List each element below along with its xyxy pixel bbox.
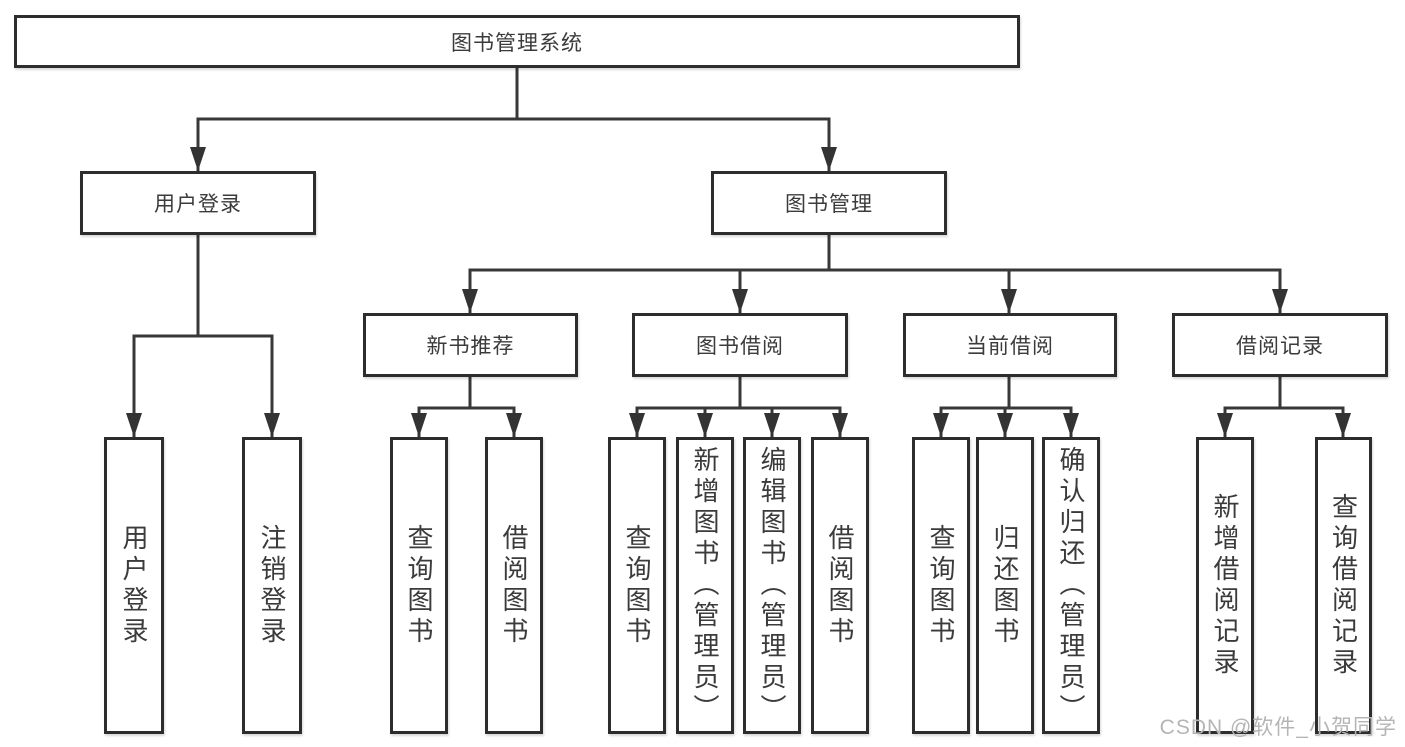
- leaf-label: 查询图书: [622, 523, 652, 648]
- leaf-label: 确认归还（管理员）: [1056, 446, 1086, 725]
- leaf-label: 借阅图书: [499, 523, 529, 648]
- leaf-query-books-1: 查询图书: [390, 437, 448, 734]
- leaf-add-books-admin: 新增图书（管理员）: [676, 437, 734, 734]
- leaf-user-login: 用户登录: [104, 437, 164, 734]
- leaf-borrow-books-2: 借阅图书: [811, 437, 869, 734]
- leaf-return-books: 归还图书: [976, 437, 1034, 734]
- leaf-label: 归还图书: [990, 523, 1020, 648]
- node-new-book-recommend: 新书推荐: [363, 313, 578, 377]
- leaf-query-borrow-record: 查询借阅记录: [1315, 437, 1372, 734]
- leaf-label: 用户登录: [119, 523, 149, 648]
- leaf-edit-books-admin: 编辑图书（管理员）: [743, 437, 801, 734]
- leaf-confirm-return-admin: 确认归还（管理员）: [1042, 437, 1100, 734]
- csdn-watermark: CSDN @软件_小贺同学: [1159, 716, 1397, 739]
- node-root-library-system: 图书管理系统: [14, 15, 1020, 68]
- node-current-borrow: 当前借阅: [903, 313, 1117, 377]
- node-book-management: 图书管理: [711, 171, 947, 235]
- leaf-label: 借阅图书: [825, 523, 855, 648]
- node-book-borrow: 图书借阅: [632, 313, 848, 377]
- leaf-logout: 注销登录: [242, 437, 302, 734]
- leaf-label: 编辑图书（管理员）: [757, 446, 787, 725]
- node-borrow-records: 借阅记录: [1172, 313, 1388, 377]
- leaf-label: 新增图书（管理员）: [690, 446, 720, 725]
- leaf-label: 查询借阅记录: [1328, 492, 1359, 679]
- leaf-borrow-books-1: 借阅图书: [485, 437, 543, 734]
- leaf-label: 查询图书: [926, 523, 956, 648]
- leaf-add-borrow-record: 新增借阅记录: [1196, 437, 1254, 734]
- leaf-query-books-3: 查询图书: [912, 437, 970, 734]
- node-user-login: 用户登录: [80, 171, 316, 235]
- leaf-label: 新增借阅记录: [1210, 492, 1240, 679]
- leaf-label: 注销登录: [257, 523, 287, 648]
- leaf-query-books-2: 查询图书: [608, 437, 666, 734]
- leaf-label: 查询图书: [404, 523, 434, 648]
